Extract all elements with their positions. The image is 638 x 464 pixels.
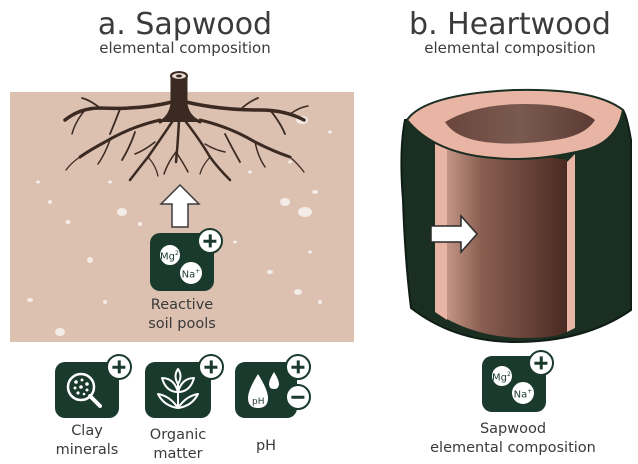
- organic-matter-label: Organic matter: [128, 426, 228, 464]
- panel-b-title: b. Heartwood: [390, 10, 630, 40]
- na-ion-charge: +: [195, 268, 200, 275]
- mg-ion-label: Mg: [160, 251, 175, 262]
- plus-icon: [197, 228, 223, 254]
- panel-b-caption-line2: elemental composition: [408, 439, 618, 458]
- na-ion-label: Na: [182, 269, 196, 280]
- reactive-label-line1: Reactive: [130, 296, 234, 315]
- heartwood-trunk-illustration: [395, 80, 635, 350]
- reactive-label-line2: soil pools: [130, 315, 234, 334]
- reactive-label: Reactive soil pools: [130, 296, 234, 334]
- leaf-sprout-icon: [152, 366, 204, 414]
- panel-b-caption: Sapwood elemental composition: [408, 420, 618, 458]
- organic-plus-icon: [198, 354, 224, 380]
- na-ion-charge-b: +: [527, 388, 532, 395]
- mg-ion-charge: 2+: [175, 250, 184, 257]
- mg-ion-label-b: Mg: [492, 372, 507, 383]
- panel-b-subtitle: elemental composition: [385, 41, 635, 56]
- magnifier-particles-icon: [62, 368, 110, 414]
- panel-b-caption-line1: Sapwood: [408, 420, 618, 439]
- organic-label-line2: matter: [128, 445, 228, 464]
- clay-minerals-label: Clay minerals: [37, 422, 137, 460]
- ph-plus-icon: [285, 354, 311, 380]
- ph-minus-icon: [285, 384, 311, 410]
- clay-label-line2: minerals: [37, 441, 137, 460]
- up-arrow-icon: [158, 182, 202, 230]
- water-drops-icon: [240, 368, 290, 414]
- ph-label: pH: [230, 437, 302, 456]
- tree-roots-illustration: [60, 62, 310, 187]
- sapwood-plus-icon: [528, 350, 554, 376]
- organic-label-line1: Organic: [128, 426, 228, 445]
- ph-icon-text: pH: [252, 397, 264, 407]
- clay-plus-icon: [106, 354, 132, 380]
- clay-label-line1: Clay: [37, 422, 137, 441]
- panel-a-subtitle: elemental composition: [60, 41, 310, 56]
- mg-ion-circle: Mg2+: [158, 243, 182, 267]
- panel-a-title: a. Sapwood: [70, 10, 300, 40]
- mg-ion-circle-b: Mg2+: [490, 364, 514, 388]
- na-ion-label-b: Na: [514, 389, 528, 400]
- na-ion-circle: Na+: [178, 260, 204, 286]
- na-ion-circle-b: Na+: [510, 380, 536, 406]
- mg-ion-charge-b: 2+: [507, 371, 516, 378]
